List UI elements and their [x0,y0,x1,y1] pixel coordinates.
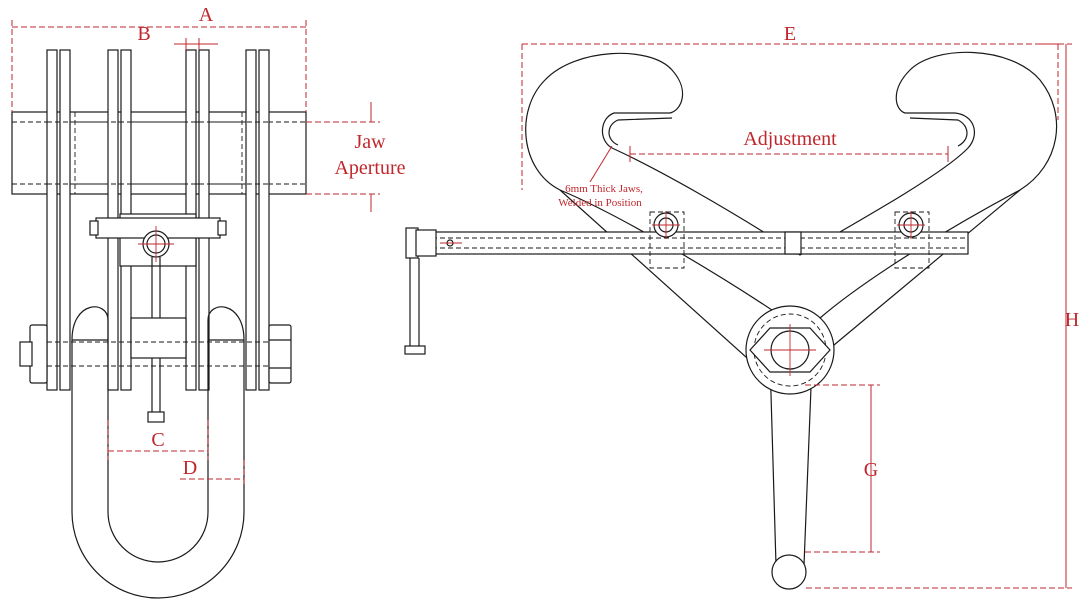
shackle-bolt [19,324,292,384]
dimension-adjustment: Adjustment [629,128,949,162]
label-c: C [151,429,164,451]
dimension-a: A [11,4,307,112]
dimension-c: C [107,420,209,460]
dimension-g: G [805,384,880,553]
jaws-note-line2: Welded in Position [558,197,642,209]
label-b: B [137,23,150,45]
label-a: A [199,4,214,26]
jaws-note-line1: 6mm Thick Jaws, [565,183,643,195]
clamp-body [525,51,1058,319]
dimension-b: B [137,23,218,50]
label-d: D [183,457,197,479]
label-adjustment: Adjustment [743,128,837,150]
shackle-pin [745,305,835,590]
dimension-jaw-aperture: Jaw Aperture [306,102,406,212]
right-bolt-block [894,211,930,269]
end-view: A B Jaw Aperture C D [11,4,406,599]
label-g: G [864,459,878,481]
label-aperture: Aperture [334,157,405,179]
label-e: E [784,23,796,45]
side-view: E Adjustment 6mm Thick Jaws, Welded in P… [404,23,1079,590]
spindle-bar [404,227,969,355]
left-bolt-block [649,211,685,269]
dimension-d: D [180,457,245,486]
label-jaw: Jaw [354,131,386,153]
jaws-note: 6mm Thick Jaws, Welded in Position [558,145,643,209]
dimension-h: H [806,43,1079,589]
shackle [71,306,245,599]
dimension-e: E [521,23,1059,190]
label-h: H [1065,309,1079,331]
